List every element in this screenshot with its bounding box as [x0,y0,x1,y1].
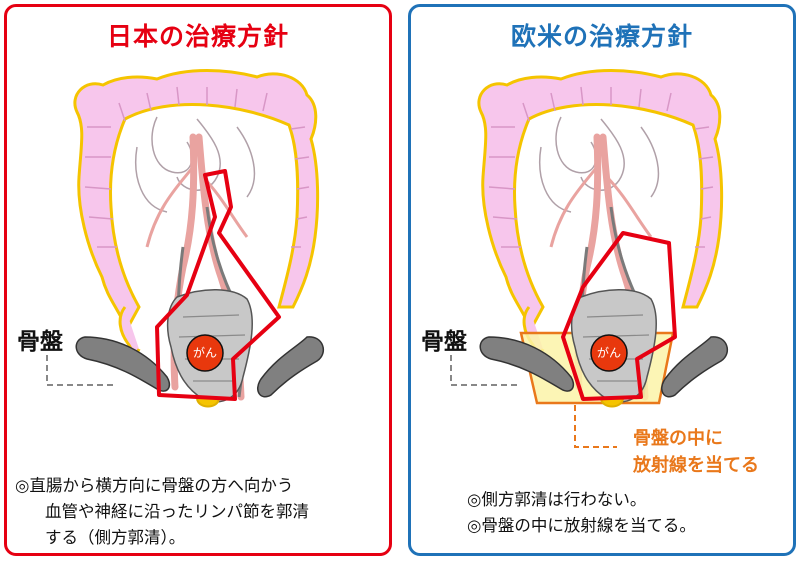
small-intestine [539,116,660,213]
anal-canal [196,398,220,408]
lateral-dissection-outline [155,169,281,401]
pelvis-left-bone [75,336,171,392]
radiation-note: 骨盤の中に 放射線を当てる [633,425,759,479]
radiation-note-line-1: 骨盤の中に [633,428,723,449]
radiation-note-line-2: 放射線を当てる [633,455,759,476]
cancer-label: がん [597,345,621,360]
pelvis-label: 骨盤 [421,329,467,355]
pelvis-right-bone [661,336,729,398]
japan-note-line-1: ◎直腸から横方向に骨盤の方へ向かう [15,476,294,495]
pelvis-right-bone [257,336,325,398]
cancer-label: がん [193,345,217,360]
japan-note-line-3: する（側方郭清）。 [45,528,186,547]
west-note: ◎側方郭清は行わない。 ◎骨盤の中に放射線を当てる。 [467,487,787,539]
colon-haustra [84,86,310,248]
west-note-line-2: ◎骨盤の中に放射線を当てる。 [467,516,696,535]
colon [73,69,320,333]
mesorectal-excision-outline [561,231,677,401]
cancer-label-layer: がん [193,345,217,360]
pelvis-leader-line [450,355,521,386]
japan-panel-title: 日本の治療方針 [106,22,289,51]
japan-note-line-2: 血管や神経に沿ったリンパ節を郭清 [45,502,309,521]
west-note-line-1: ◎側方郭清は行わない。 [467,490,647,509]
cancer-label-layer: がん [597,345,621,360]
vessel-branches [549,166,653,248]
pelvis-leader-line [46,355,117,386]
anal-canal [600,398,624,408]
west-panel: 欧米の治療方針 骨盤 がん 骨盤の中に 放射線を当てる ◎側方郭清は行わない。 … [408,4,796,556]
cancer-tumor [590,334,628,372]
pelvis-left-bone [479,336,575,392]
west-anatomy-figure [450,69,729,448]
japan-panel: 日本の治療方針 骨盤 がん ◎直腸から横方向に骨盤の方へ向かう 血管や神経に [4,4,392,556]
small-intestine [135,116,256,213]
japan-anatomy-figure [46,69,325,408]
colon [477,69,724,333]
west-panel-title: 欧米の治療方針 [510,22,693,51]
japan-note: ◎直腸から横方向に骨盤の方へ向かう 血管や神経に沿ったリンパ節を郭清 する（側方… [15,473,387,551]
pelvis-label: 骨盤 [17,329,63,355]
cancer-tumor [186,334,224,372]
colon-haustra [488,86,714,248]
radiation-leader-line [574,405,617,448]
